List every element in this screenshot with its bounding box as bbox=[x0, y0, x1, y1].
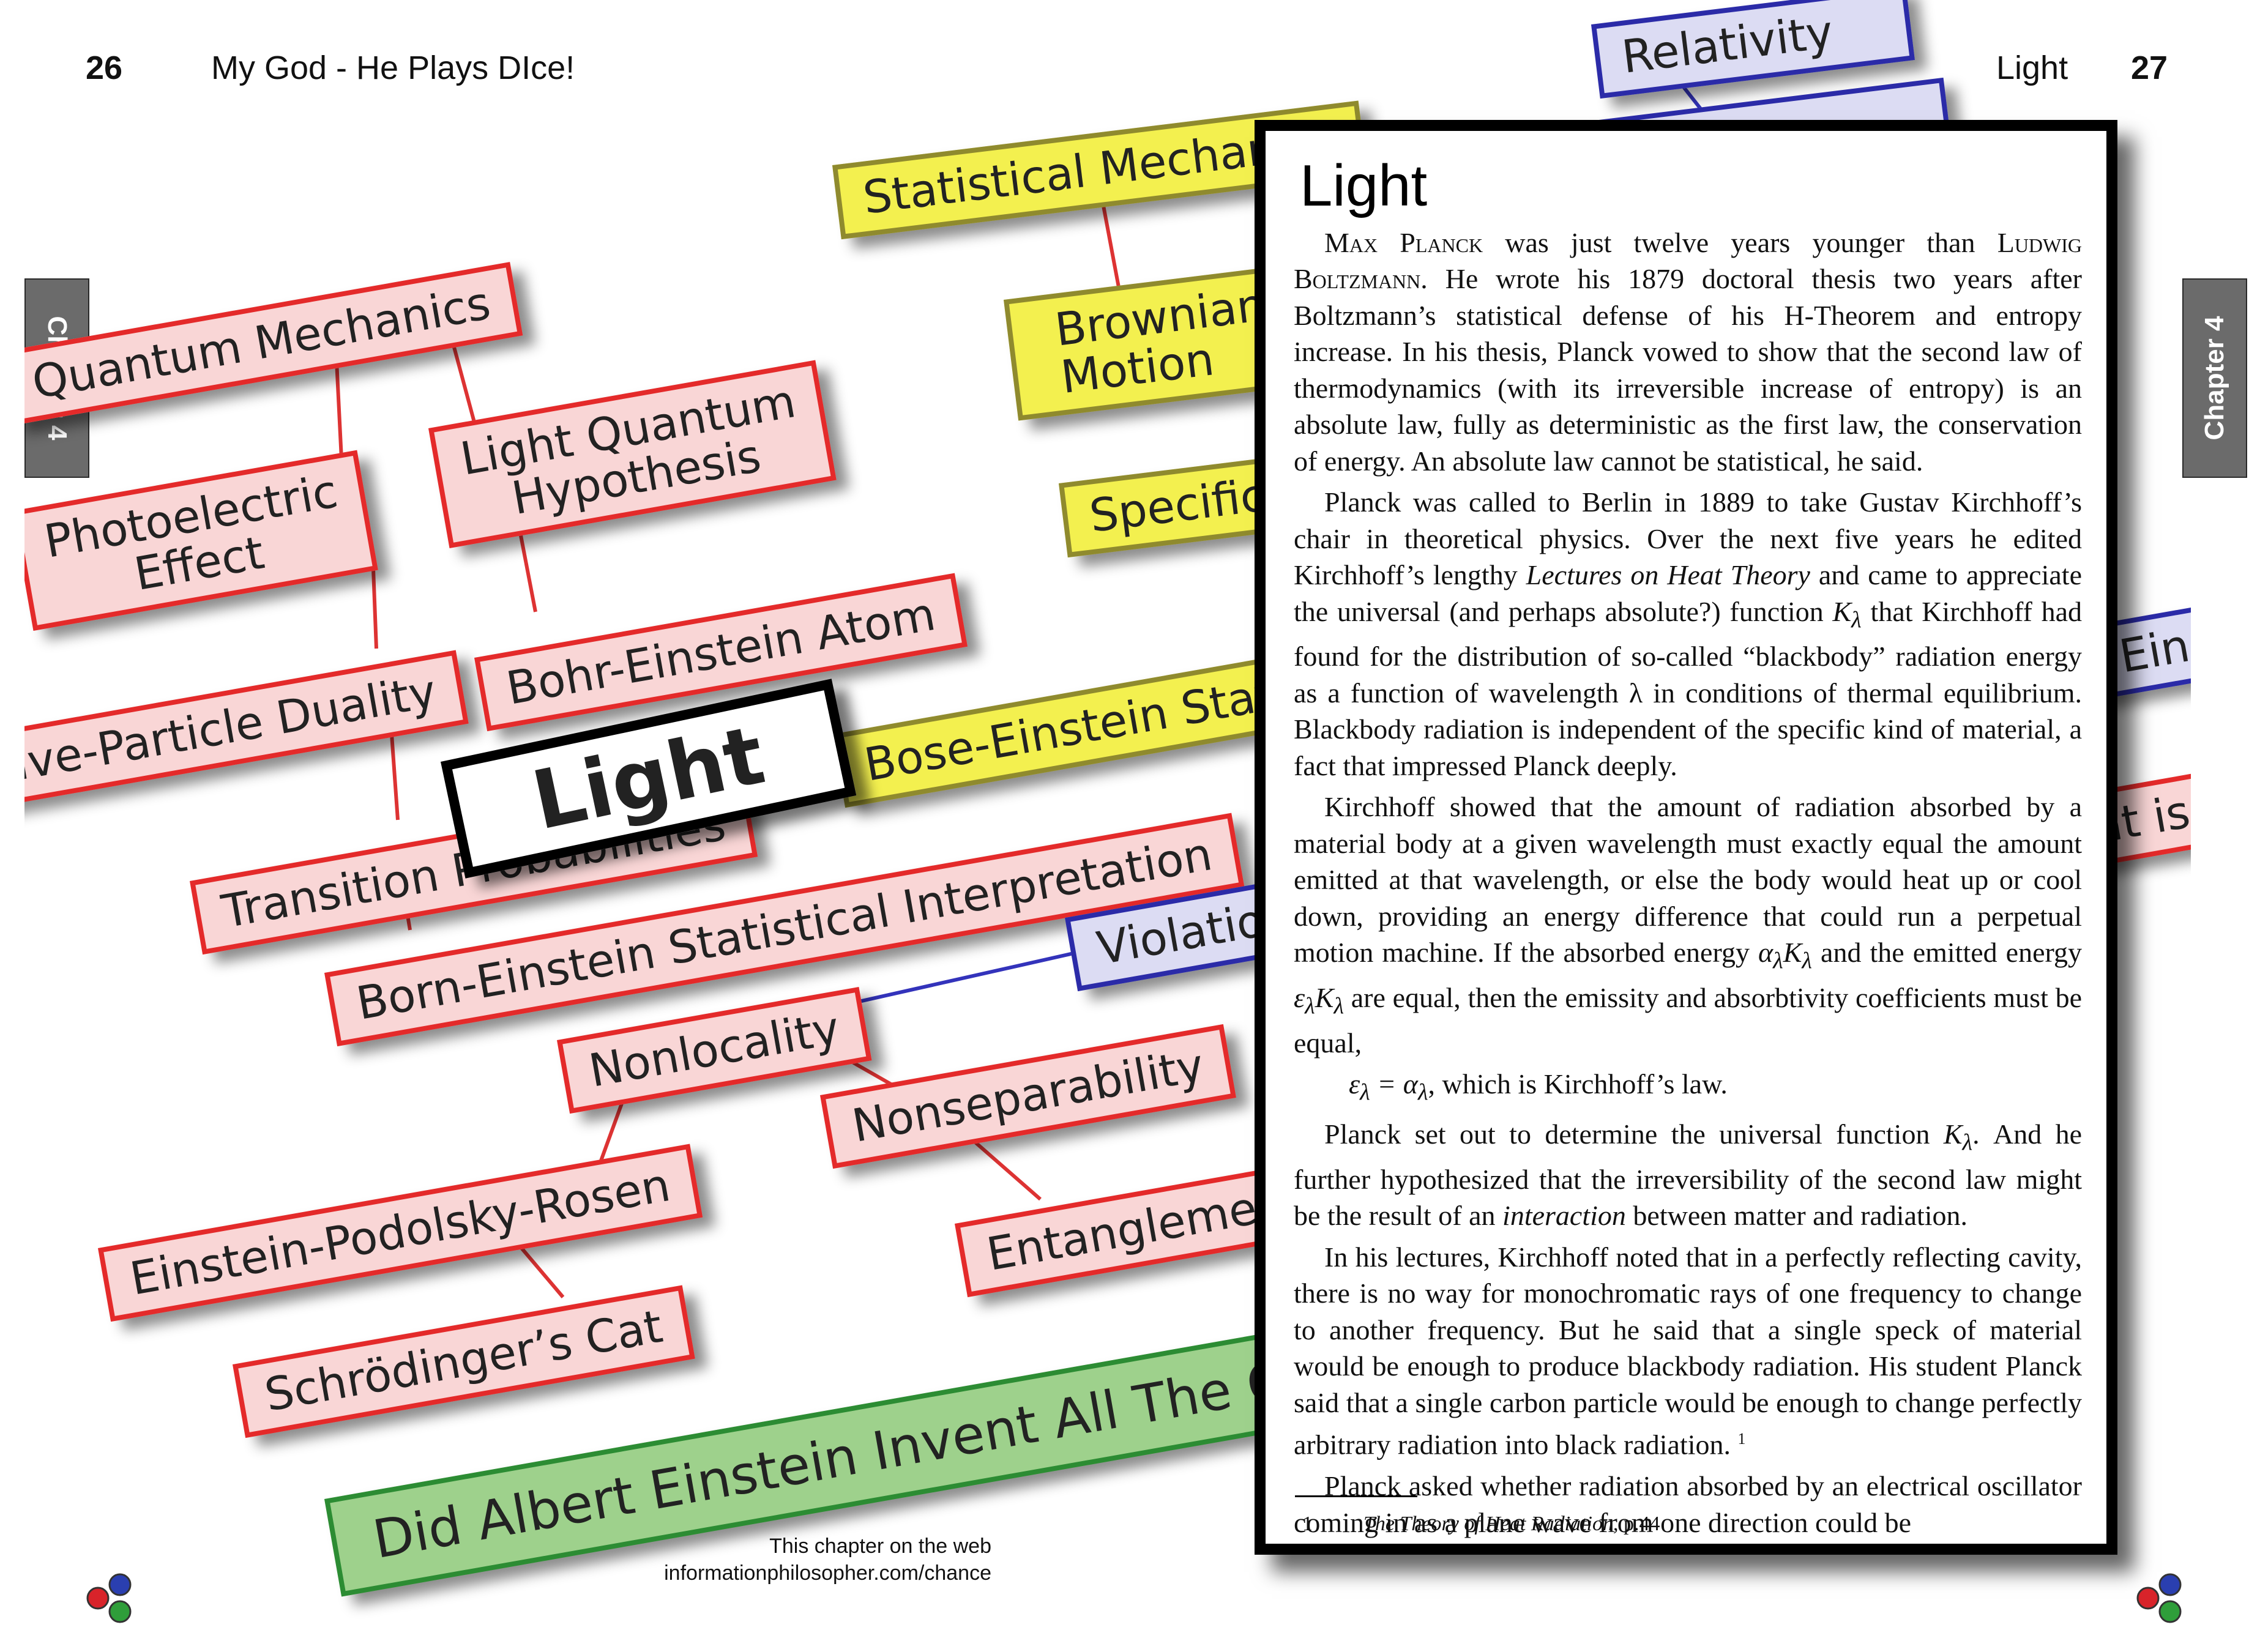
paragraph: Planck asked whether radiation absorbed … bbox=[1294, 1468, 2082, 1541]
left-running-title: My God - He Plays DIce! bbox=[211, 50, 575, 86]
right-page-number: 27 bbox=[2131, 50, 2168, 86]
footnote-page: , p.44 bbox=[1613, 1512, 1660, 1535]
text-run: Planck set out to determine the universa… bbox=[1324, 1118, 1944, 1150]
logo-dot-red bbox=[2136, 1587, 2160, 1610]
math-k-lambda: Kλ bbox=[1943, 1118, 1973, 1156]
text-run: are equal, then the emissity and absorbt… bbox=[1294, 982, 2082, 1059]
text-run: Planck was called to Berlin in 1889 to t… bbox=[1294, 486, 2082, 591]
article-body: Max Planck was just twelve years younger… bbox=[1294, 225, 2082, 1541]
book-title: Lectures on Heat Theory bbox=[1526, 559, 1810, 591]
footnote-rule bbox=[1295, 1495, 1417, 1497]
text-run: In his lectures, Kirchhoff noted that in… bbox=[1294, 1241, 2082, 1460]
web-note-line: This chapter on the web bbox=[769, 1535, 991, 1558]
article-panel: Light Max Planck was just twelve years y… bbox=[1255, 120, 2117, 1555]
right-running-title: Light bbox=[1996, 50, 2068, 86]
math-epsilon-k: ελKλ bbox=[1294, 982, 1345, 1019]
chapter-tab-label: Chapter 4 bbox=[2199, 316, 2229, 441]
person-name: Max Planck bbox=[1324, 226, 1483, 258]
logo-dot-green bbox=[2158, 1600, 2182, 1623]
link-line bbox=[371, 568, 378, 649]
emphasis: interaction bbox=[1502, 1200, 1626, 1232]
math-alpha-k: αλKλ bbox=[1758, 937, 1813, 974]
text-run: Planck asked whether radiation absorbed … bbox=[1294, 1470, 2082, 1538]
logo-dot-blue bbox=[108, 1573, 132, 1596]
article-title: Light bbox=[1300, 153, 1428, 218]
logo-dot-green bbox=[108, 1600, 132, 1623]
node-label: Ein bbox=[2116, 619, 2191, 683]
logo-dot-red bbox=[86, 1587, 110, 1610]
text-run: that Kirchhoff had found for the distrib… bbox=[1294, 595, 2082, 781]
three-dots-logo-left bbox=[86, 1573, 132, 1623]
paragraph: Kirchhoff showed that the amount of radi… bbox=[1294, 789, 2082, 1061]
web-note-url[interactable]: informationphilosopher.com/chance bbox=[664, 1561, 991, 1585]
math-k-lambda: Kλ bbox=[1832, 595, 1862, 633]
chapter-tab-right: Chapter 4 bbox=[2182, 278, 2247, 478]
left-page-number: 26 bbox=[86, 50, 123, 86]
footnote-number: 1 bbox=[1302, 1512, 1313, 1535]
node-label: Brownian Motion bbox=[1052, 278, 1269, 404]
paragraph: In his lectures, Kirchhoff noted that in… bbox=[1294, 1239, 2082, 1463]
paragraph: Max Planck was just twelve years younger… bbox=[1294, 225, 2082, 480]
text-run: was just twelve years younger than bbox=[1483, 226, 1997, 258]
paragraph: Planck was called to Berlin in 1889 to t… bbox=[1294, 484, 2082, 784]
web-note: This chapter on the web informationphilo… bbox=[664, 1533, 991, 1587]
text-run: Kirchhoff showed that the amount of radi… bbox=[1294, 791, 2082, 969]
text-run: . He wrote his 1879 doctoral thesis two … bbox=[1294, 263, 2082, 477]
link-line bbox=[1100, 195, 1122, 294]
link-line bbox=[850, 947, 1096, 1005]
link-line bbox=[451, 342, 476, 423]
link-line bbox=[518, 532, 537, 612]
footnote-title: The Theory of Heat Radiation bbox=[1363, 1512, 1613, 1535]
three-dots-logo-right bbox=[2136, 1573, 2182, 1623]
footnote-marker: 1 bbox=[1737, 1430, 1746, 1448]
text-run: , which is Kirchhoff’s law. bbox=[1428, 1068, 1728, 1100]
link-line bbox=[390, 734, 400, 820]
person-name: Ludwig Boltzmann bbox=[1294, 226, 2083, 295]
footnote: 1 The Theory of Heat Radiation, p.44 bbox=[1302, 1512, 1660, 1536]
equation-line: ελ = αλ, which is Kirchhoff’s law. bbox=[1294, 1066, 2082, 1111]
text-run: . And he further hypothesized that the i… bbox=[1294, 1118, 2082, 1232]
text-run: and came to appreciate the universal (an… bbox=[1294, 559, 2082, 627]
logo-dot-blue bbox=[2158, 1573, 2182, 1596]
math-equation: ελ = αλ bbox=[1349, 1068, 1428, 1106]
paragraph: Planck set out to determine the universa… bbox=[1294, 1116, 2082, 1234]
text-run: between matter and radiation. bbox=[1625, 1200, 1968, 1232]
node-label: Relativity bbox=[1619, 6, 1836, 84]
text-run: and the emitted energy bbox=[1812, 937, 2082, 969]
